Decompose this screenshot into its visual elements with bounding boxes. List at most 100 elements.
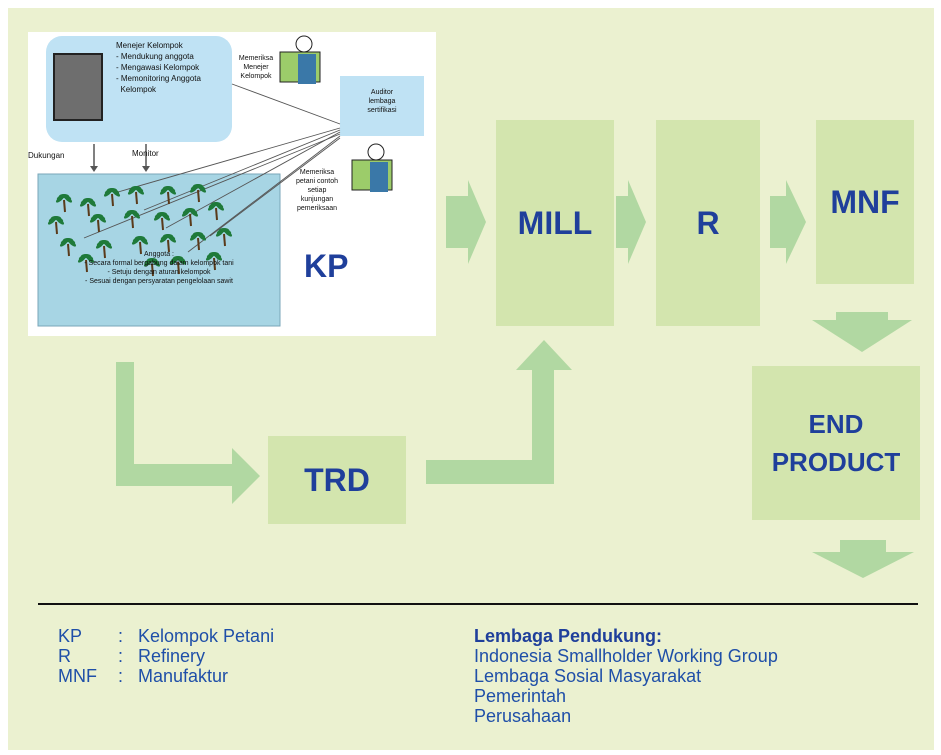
manager-line: - Memonitoring Anggota bbox=[116, 74, 201, 83]
mill-box: MILL bbox=[496, 120, 614, 326]
support-item: Lembaga Sosial Masyarakat bbox=[474, 666, 702, 686]
tree-leaf bbox=[163, 234, 173, 238]
audit-line bbox=[231, 83, 341, 125]
tree-leaf bbox=[83, 198, 93, 202]
tree-icon bbox=[77, 254, 95, 273]
tree-icon bbox=[189, 232, 207, 251]
tree-trunk bbox=[55, 221, 58, 235]
support-item: Perusahaan bbox=[474, 706, 572, 726]
arrow-end-down bbox=[812, 540, 914, 578]
manager-line: - Mengawasi Kelompok bbox=[116, 63, 200, 72]
tree-trunk bbox=[103, 245, 106, 259]
tree-trunk bbox=[167, 191, 170, 205]
kp-diagram-drawing bbox=[37, 35, 424, 327]
auditor-line: sertifikasi bbox=[367, 107, 397, 114]
monitor-arrowhead bbox=[142, 166, 150, 172]
inspector-body bbox=[370, 162, 388, 192]
tree-leaf bbox=[147, 258, 157, 262]
audit-line bbox=[83, 133, 341, 239]
legend-sep: : bbox=[118, 666, 124, 686]
tree-leaf bbox=[81, 254, 91, 258]
palm-trees bbox=[47, 184, 233, 277]
tree-leaf bbox=[219, 228, 229, 232]
trd-box: TRD bbox=[268, 436, 406, 524]
tree-leaf bbox=[63, 238, 73, 242]
legend-row: R : Refinery bbox=[58, 646, 274, 666]
tree-trunk bbox=[151, 263, 154, 277]
inspector-body bbox=[298, 54, 316, 84]
auditor-label: Auditor lembaga sertifikasi bbox=[340, 88, 424, 115]
tree-trunk bbox=[67, 243, 70, 257]
manager-portrait-icon bbox=[53, 53, 103, 121]
tree-trunk bbox=[97, 219, 100, 233]
tree-trunk bbox=[85, 259, 88, 273]
trd-label: TRD bbox=[304, 462, 370, 498]
tree-icon bbox=[143, 258, 161, 277]
members-line: - Secara formal bergabung dalam kelompok… bbox=[84, 260, 234, 267]
tree-leaf bbox=[51, 216, 61, 220]
mnf-box: MNF bbox=[816, 120, 914, 284]
tree-leaf bbox=[163, 186, 173, 190]
check-farmer-line: pemeriksaan bbox=[296, 205, 338, 212]
tree-trunk bbox=[189, 213, 192, 227]
check-farmer-line: Memeriksa bbox=[299, 169, 335, 176]
tree-icon bbox=[127, 186, 145, 205]
tree-trunk bbox=[63, 199, 66, 213]
tree-trunk bbox=[87, 203, 90, 217]
tree-trunk bbox=[131, 215, 134, 229]
tree-leaf bbox=[59, 194, 69, 198]
r-box: R bbox=[656, 120, 760, 326]
tree-leaf bbox=[193, 184, 203, 188]
tree-icon bbox=[89, 214, 107, 233]
members-line: Anggota : bbox=[144, 251, 174, 258]
auditor-line: lembaga bbox=[368, 98, 396, 105]
support-institutions: Lembaga Pendukung: Indonesia Smallholder… bbox=[474, 626, 778, 726]
mnf-label: MNF bbox=[830, 184, 900, 220]
auditor-line: Auditor bbox=[370, 89, 394, 96]
arrow-r-to-mnf bbox=[770, 180, 806, 264]
inspector-head bbox=[367, 143, 385, 161]
check-farmer-line: petani contoh bbox=[295, 178, 339, 185]
manager-line: Kelompok bbox=[116, 85, 157, 94]
tree-trunk bbox=[167, 239, 170, 253]
tree-leaf bbox=[185, 208, 195, 212]
legend-row: MNF : Manufaktur bbox=[58, 666, 274, 686]
check-farmer-label: Memeriksa petani contoh setiap kunjungan… bbox=[286, 168, 348, 213]
support-arrowhead bbox=[90, 166, 98, 172]
tree-icon bbox=[79, 198, 97, 217]
tree-trunk bbox=[197, 189, 200, 203]
abbreviation-legend: KP : Kelompok Petani R : Refinery MNF : … bbox=[58, 626, 274, 686]
tree-icon bbox=[189, 184, 207, 203]
tree-icon bbox=[95, 240, 113, 259]
tree-leaf bbox=[99, 240, 109, 244]
tree-leaf bbox=[127, 210, 137, 214]
tree-leaf bbox=[209, 252, 219, 256]
r-label: R bbox=[696, 205, 720, 241]
legend-text: Kelompok Petani bbox=[138, 626, 275, 646]
tree-trunk bbox=[215, 207, 218, 221]
audit-line bbox=[209, 137, 341, 237]
audit-line bbox=[143, 129, 341, 211]
legend-row: KP : Kelompok Petani bbox=[58, 626, 274, 646]
arrow-kp-to-mill bbox=[446, 180, 486, 264]
legend-abbr: MNF bbox=[58, 666, 97, 686]
mill-label: MILL bbox=[517, 205, 593, 241]
legend-sep: : bbox=[118, 626, 124, 646]
inspector-icon bbox=[279, 35, 321, 84]
end-product-line: END bbox=[808, 409, 864, 439]
tree-trunk bbox=[177, 261, 180, 275]
support-item: Pemerintah bbox=[474, 686, 567, 706]
tree-leaf bbox=[157, 212, 167, 216]
tree-trunk bbox=[197, 237, 200, 251]
tree-leaf bbox=[93, 214, 103, 218]
auditor-box bbox=[340, 76, 424, 136]
tree-icon bbox=[103, 188, 121, 207]
tree-trunk bbox=[135, 191, 138, 205]
members-text: Anggota : - Secara formal bergabung dala… bbox=[38, 250, 280, 286]
inspector-icon bbox=[351, 143, 393, 192]
tree-icon bbox=[123, 210, 141, 229]
tree-icon bbox=[131, 236, 149, 255]
tree-trunk bbox=[223, 233, 226, 247]
tree-icon bbox=[47, 216, 65, 235]
